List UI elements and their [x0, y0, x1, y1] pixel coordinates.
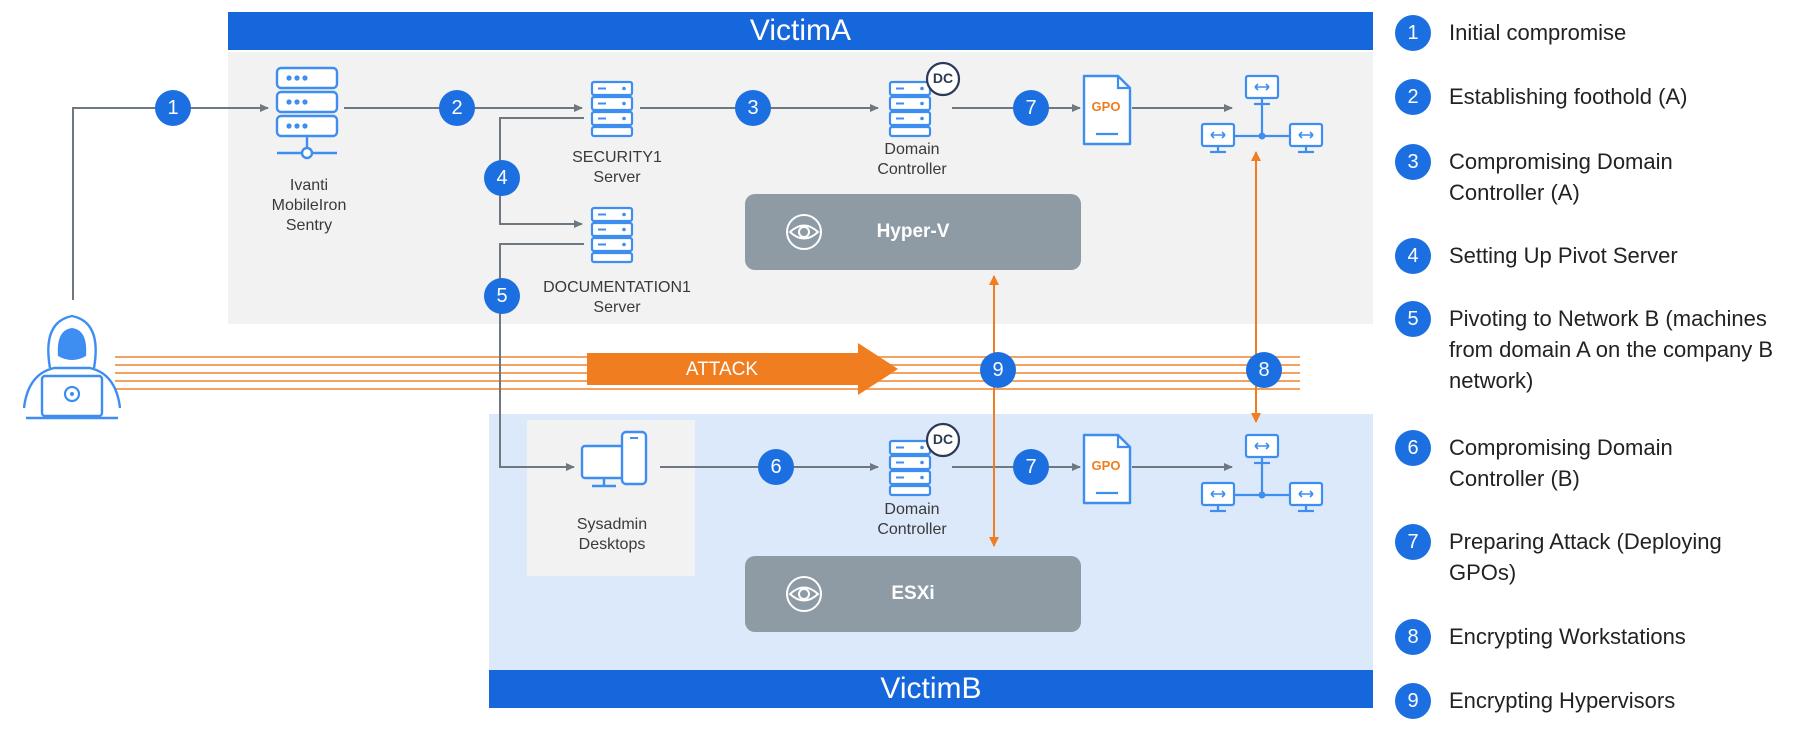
legend-text: Encrypting Hypervisors — [1449, 688, 1676, 713]
server-rack-icon — [275, 66, 339, 160]
legend-number: 3 — [1395, 144, 1431, 180]
legend-item: 5 Pivoting to Network B (machines from d… — [1395, 301, 1809, 396]
legend-item: 3 Compromising Domain Controller (A) — [1395, 144, 1739, 208]
legend-item: 1 Initial compromise — [1395, 15, 1789, 51]
legend-item: 7 Preparing Attack (Deploying GPOs) — [1395, 524, 1794, 588]
legend-item: 2 Establishing foothold (A) — [1395, 79, 1789, 115]
victim-b-banner — [489, 670, 1373, 708]
gpo-a-label: GPO — [1091, 99, 1121, 114]
legend-number: 5 — [1395, 301, 1431, 337]
legend-item: 8 Encrypting Workstations — [1395, 619, 1789, 655]
legend-item: 4 Setting Up Pivot Server — [1395, 238, 1789, 274]
dc-badge-a-label: DC — [932, 70, 954, 86]
legend-text: Encrypting Workstations — [1449, 624, 1686, 649]
step-badge-7b: 7 — [1013, 449, 1049, 485]
hyperv-box: Hyper-V — [745, 194, 1081, 270]
legend-number: 4 — [1395, 238, 1431, 274]
step-badge-1: 1 — [155, 90, 191, 126]
legend-text: Compromising Domain Controller (A) — [1449, 149, 1673, 205]
dc-b-label: Domain Controller — [877, 501, 947, 538]
zone-victim-a — [228, 52, 1373, 324]
dc-badge-a-icon — [925, 61, 961, 97]
legend-text: Pivoting to Network B (machines from dom… — [1449, 306, 1774, 393]
legend-number: 2 — [1395, 79, 1431, 115]
victim-a-banner — [228, 12, 1373, 50]
esxi-box: ESXi — [745, 556, 1081, 632]
legend-text: Setting Up Pivot Server — [1449, 243, 1678, 268]
victim-a-label: VictimA — [749, 14, 852, 47]
dc-badge-b-icon — [925, 422, 961, 458]
ivanti-label: Ivanti MobileIron Sentry — [271, 177, 347, 234]
legend-number: 9 — [1395, 683, 1431, 719]
attack-label: ATTACK — [685, 359, 759, 380]
hyperv-label: Hyper-V — [876, 221, 950, 242]
legend-number: 7 — [1395, 524, 1431, 560]
legend-text: Establishing foothold (A) — [1449, 84, 1688, 109]
step-badge-4: 4 — [484, 160, 520, 196]
step-badge-3: 3 — [735, 90, 771, 126]
legend-number: 6 — [1395, 430, 1431, 466]
esxi-label: ESXi — [891, 583, 935, 604]
security1-label: SECURITY1 Server — [572, 149, 662, 186]
legend-text: Initial compromise — [1449, 20, 1627, 45]
step-badge-2: 2 — [439, 90, 475, 126]
dc-a-label: Domain Controller — [877, 141, 947, 178]
edge-attacker-ivanti — [72, 104, 269, 300]
eye-icon — [786, 214, 822, 250]
legend-text: Compromising Domain Controller (B) — [1449, 435, 1673, 491]
edge-documentation1-sysadmin — [499, 243, 584, 471]
hacker-icon — [22, 314, 122, 420]
documentation1-server-icon — [590, 206, 634, 264]
legend-item: 9 Encrypting Hypervisors — [1395, 683, 1789, 719]
sysadmin-label: Sysadmin Desktops — [576, 516, 648, 553]
documentation1-label: DOCUMENTATION1 Server — [543, 279, 691, 316]
desktop-icon — [580, 430, 648, 488]
step-badge-5: 5 — [484, 278, 520, 314]
attack-arrow — [587, 343, 898, 395]
legend-text: Preparing Attack (Deploying GPOs) — [1449, 529, 1722, 585]
step-badge-9: 9 — [980, 352, 1016, 388]
eye-icon — [786, 576, 822, 612]
dc-badge-b-label: DC — [932, 431, 954, 447]
step-badge-6: 6 — [758, 449, 794, 485]
victim-b-label: VictimB — [880, 672, 982, 705]
legend-number: 8 — [1395, 619, 1431, 655]
legend-item: 6 Compromising Domain Controller (B) — [1395, 430, 1739, 494]
gpo-b-label: GPO — [1091, 458, 1121, 473]
step-badge-8: 8 — [1246, 352, 1282, 388]
legend-number: 1 — [1395, 15, 1431, 51]
dc-a-server-icon — [888, 80, 932, 138]
security1-server-icon — [590, 80, 634, 138]
step-badge-7a: 7 — [1013, 90, 1049, 126]
dc-b-server-icon — [888, 439, 932, 497]
